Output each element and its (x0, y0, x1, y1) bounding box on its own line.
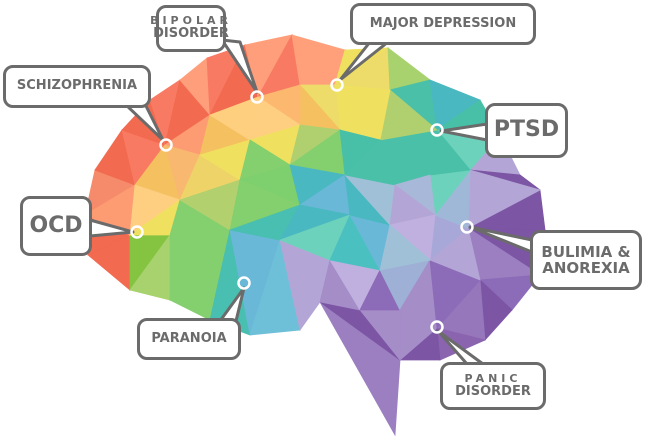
marker-paranoia-icon (237, 276, 251, 290)
label-bipolar-line1: BIPOLAR (150, 14, 232, 28)
brain-facet (209, 96, 259, 141)
callout-panic-disorder: PANIC DISORDER (440, 362, 546, 410)
callout-ocd: OCD (20, 196, 92, 256)
label-paranoia: PARANOIA (151, 330, 227, 346)
label-panic-line1: PANIC (464, 371, 522, 385)
callout-pointer (220, 38, 259, 94)
label-schizophrenia: SCHIZOPHRENIA (16, 78, 138, 94)
marker-panic-icon (430, 320, 444, 334)
marker-bulimia-icon (460, 220, 474, 234)
callout-paranoia: PARANOIA (137, 318, 241, 360)
marker-ocd-icon (130, 225, 144, 239)
label-bulimia-line2: ANOREXIA (542, 259, 630, 277)
label-bipolar-line2: DISORDER (153, 26, 229, 42)
label-ocd: OCD (29, 212, 83, 238)
marker-ptsd-icon (430, 123, 444, 137)
callout-bulimia-anorexia: BULIMIA & ANOREXIA (530, 230, 642, 290)
brain-facet (379, 224, 431, 271)
label-bulimia-line1: BULIMIA & (541, 242, 631, 261)
callout-major-depression: MAJOR DEPRESSION (350, 3, 536, 45)
marker-bipolar-icon (250, 90, 264, 104)
label-ptsd: PTSD (493, 117, 560, 143)
label-major-depression: MAJOR DEPRESSION (369, 15, 517, 31)
marker-major-depression-icon (330, 78, 344, 92)
marker-schizophrenia-icon (159, 138, 173, 152)
callout-ptsd: PTSD (485, 103, 568, 158)
callout-schizophrenia: SCHIZOPHRENIA (3, 65, 151, 108)
label-panic-line2: DISORDER (455, 383, 531, 399)
callout-bipolar-disorder: BIPOLAR DISORDER (150, 5, 229, 52)
